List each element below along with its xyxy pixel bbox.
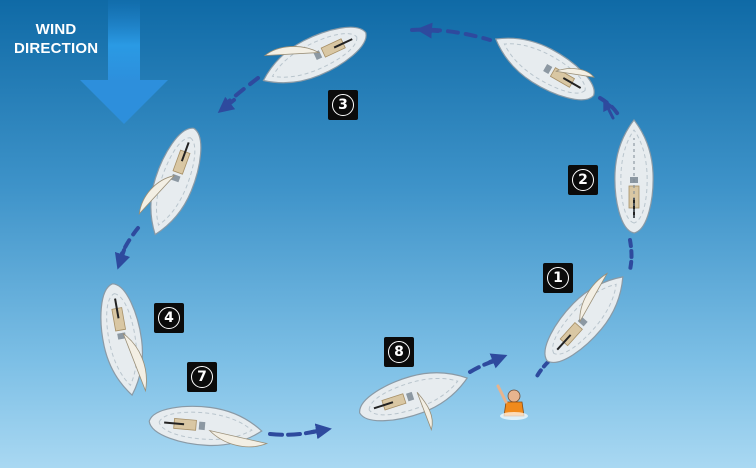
boat-step-4 <box>92 279 152 400</box>
boat-step-1 <box>531 263 639 375</box>
step-number: 4 <box>158 307 180 329</box>
boat-step-8 <box>352 358 475 433</box>
wind-direction-label: WIND DIRECTION <box>14 20 98 58</box>
step-badge-1: 1 <box>543 263 573 293</box>
boat-step-2 <box>613 119 655 234</box>
wind-arrow <box>80 0 168 124</box>
step-badge-2: 2 <box>568 165 598 195</box>
boat-step-3 <box>254 14 375 99</box>
step-number: 3 <box>332 94 354 116</box>
step-number: 7 <box>191 366 213 388</box>
wind-label-line-1: WIND <box>35 21 77 38</box>
step-badge-4: 4 <box>154 303 184 333</box>
course-path <box>114 22 634 440</box>
boat-step-7 <box>146 401 269 452</box>
step-number: 2 <box>572 169 594 191</box>
step-number: 1 <box>547 267 569 289</box>
wind-label-line-2: DIRECTION <box>14 40 99 57</box>
step-badge-8: 8 <box>384 337 414 367</box>
step-badge-3: 3 <box>328 90 358 120</box>
boat-top-right <box>485 21 605 114</box>
boat-left-upper <box>136 120 213 243</box>
step-number: 8 <box>388 341 410 363</box>
person-in-water-icon <box>496 384 528 420</box>
step-badge-7: 7 <box>187 362 217 392</box>
